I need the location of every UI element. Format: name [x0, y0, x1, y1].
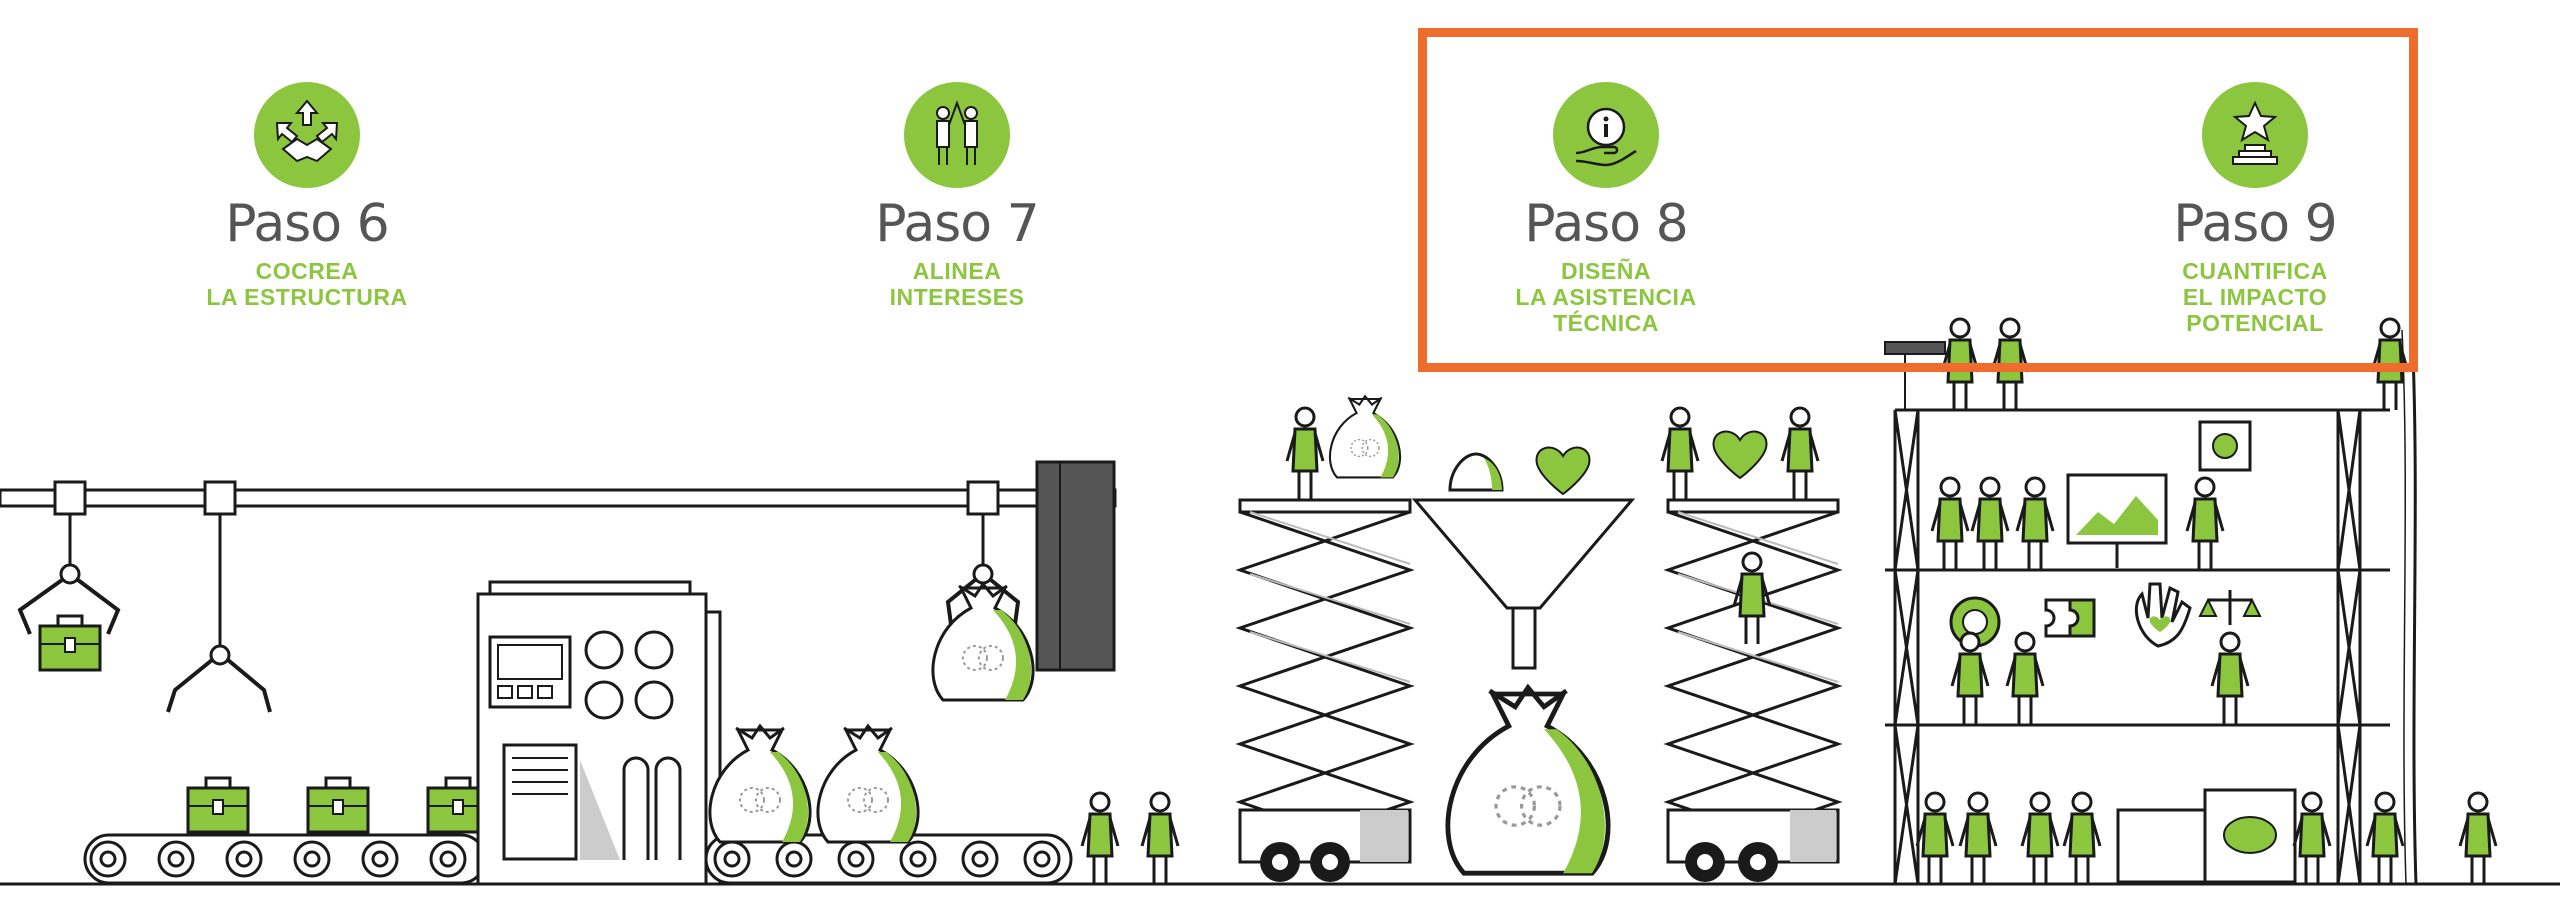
- step-title: Paso 8: [1524, 194, 1688, 254]
- conveyor-roller: [899, 840, 937, 878]
- conveyor-roller: [89, 840, 127, 878]
- conveyor-roller: [837, 840, 875, 878]
- conveyor-roller: [775, 840, 813, 878]
- step-title: Paso 7: [875, 194, 1039, 254]
- conveyor-roller: [293, 840, 331, 878]
- step-6: Paso 6 COCREA LA ESTRUCTURA: [137, 82, 477, 310]
- conveyor-roller: [1023, 840, 1061, 878]
- conveyor-roller: [429, 840, 467, 878]
- step-subtitle: COCREA LA ESTRUCTURA: [206, 258, 408, 310]
- step-7: Paso 7 ALINEA INTERESES: [787, 82, 1127, 310]
- step-8: Paso 8 DISEÑA LA ASISTENCIA TÉCNICA: [1436, 82, 1776, 336]
- step-title: Paso 9: [2173, 194, 2337, 254]
- conveyor-roller: [157, 840, 195, 878]
- step-subtitle: DISEÑA LA ASISTENCIA TÉCNICA: [1515, 258, 1697, 336]
- conveyor-roller: [713, 840, 751, 878]
- people-highfive-icon: [904, 82, 1010, 188]
- highlight-frame: [1418, 28, 2418, 372]
- star-podium-icon: [2202, 82, 2308, 188]
- conveyor-roller: [361, 840, 399, 878]
- step-9: Paso 9 CUANTIFICA EL IMPACTO POTENCIAL: [2085, 82, 2425, 336]
- conveyor-roller: [961, 840, 999, 878]
- handshake-arrows-icon: [254, 82, 360, 188]
- step-title: Paso 6: [225, 194, 389, 254]
- info-hand-icon: [1553, 82, 1659, 188]
- step-subtitle: CUANTIFICA EL IMPACTO POTENCIAL: [2182, 258, 2328, 336]
- conveyor-roller: [225, 840, 263, 878]
- step-subtitle: ALINEA INTERESES: [889, 258, 1025, 310]
